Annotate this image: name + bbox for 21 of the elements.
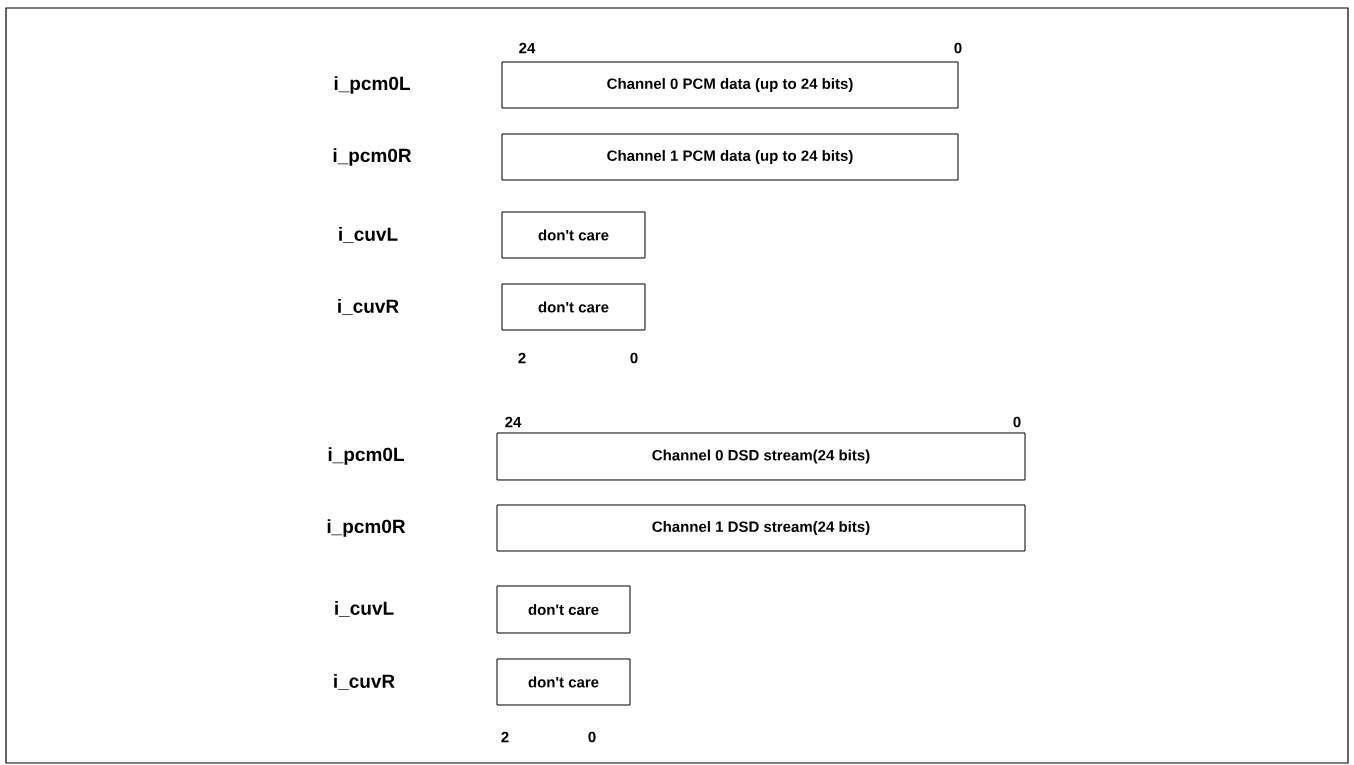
register-box: Channel 0 PCM data (up to 24 bits) (501, 61, 959, 109)
signal-name: i_cuvR (338, 298, 399, 316)
register-box: Channel 0 DSD stream(24 bits) (496, 432, 1026, 481)
register-box: Channel 1 PCM data (up to 24 bits) (501, 133, 959, 181)
register-box: don't care (501, 283, 646, 331)
signal-name: i_pcm0L (334, 76, 410, 94)
bit-index: 0 (954, 42, 962, 54)
signal-name: i_cuvL (339, 226, 398, 244)
register-box: don't care (501, 211, 646, 259)
bit-index: 2 (501, 731, 509, 743)
signal-name: i_pcm0R (327, 519, 406, 537)
signal-name: i_pcm0L (328, 447, 404, 465)
register-box: Channel 1 DSD stream(24 bits) (496, 504, 1026, 552)
signal-name: i_pcm0R (333, 148, 412, 166)
bit-index: 0 (588, 731, 596, 743)
register-box: don't care (496, 585, 631, 634)
bit-index: 0 (630, 352, 638, 364)
bit-index: 2 (518, 352, 526, 364)
register-box: don't care (496, 658, 631, 706)
signal-name: i_cuvL (335, 600, 394, 618)
signal-name: i_cuvR (334, 673, 395, 691)
